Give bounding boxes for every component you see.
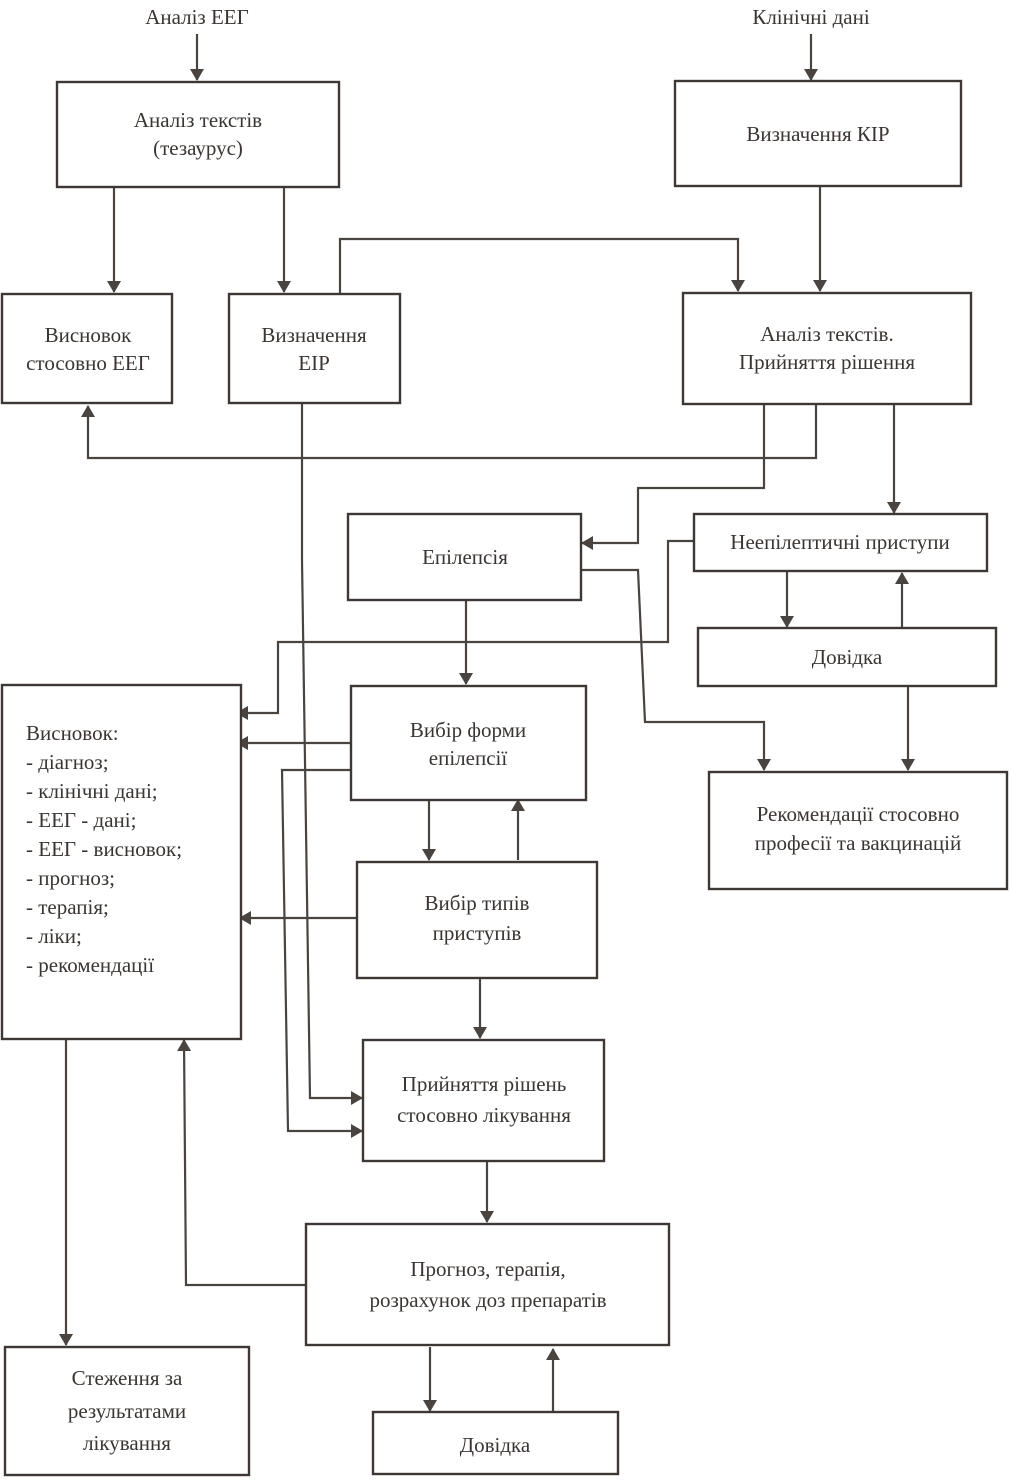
- node-seizure-type-choice: Вибір типів приступів: [355, 860, 599, 980]
- node-epilepsy-form-choice: Вибір форми епілепсії: [349, 684, 588, 802]
- node-text-line: приступів: [433, 921, 522, 945]
- node-reference-right: Довідка: [696, 626, 998, 688]
- node-text-line: Неепілептичні приступи: [730, 530, 949, 554]
- node-text-line: Стеження за: [72, 1366, 183, 1390]
- node-recommendations: Рекомендації стосовно професії та вакцин…: [707, 770, 1009, 891]
- node-text-line: Аналіз текстів: [134, 108, 262, 132]
- node-text-line: - діагноз;: [26, 750, 109, 774]
- edge-decision-to-eeg-conclusion: [81, 404, 818, 460]
- node-kir-definition: Визначення КІР: [673, 79, 963, 188]
- node-text-line: Висновок: [45, 323, 133, 347]
- edge-eir-to-treatment-decision: [300, 404, 363, 1105]
- node-text-line: стосовно лікування: [397, 1103, 571, 1127]
- node-text-line: стосовно ЕЕГ: [26, 351, 150, 375]
- node-text-line: лікування: [83, 1431, 171, 1455]
- node-text-line: Довідка: [460, 1433, 531, 1457]
- node-final-conclusion: Висновок: - діагноз; - клінічні дані; - …: [0, 683, 243, 1041]
- node-text-line: - ЕЕГ - дані;: [26, 808, 136, 832]
- edge-prognosis-to-final-conclusion: [177, 1039, 306, 1287]
- node-text-line: - ЕЕГ - висновок;: [26, 837, 182, 861]
- node-text-line: Довідка: [812, 645, 883, 669]
- edge-non-epileptic-to-final-conclusion: [236, 539, 694, 720]
- node-text-line: - прогноз;: [26, 866, 115, 890]
- node-text-line: (тезаурус): [153, 136, 243, 160]
- node-text-line: Аналіз текстів.: [760, 322, 893, 346]
- node-text-line: епілепсії: [429, 746, 508, 770]
- node-text-line: професії та вакцинацій: [755, 831, 961, 855]
- node-text-line: - рекомендації: [26, 953, 154, 977]
- node-text-line: Рекомендації стосовно: [757, 802, 960, 826]
- node-text-analysis-decision: Аналіз текстів. Прийняття рішення: [681, 291, 973, 406]
- edges: [59, 34, 915, 1412]
- node-text-line: - клінічні дані;: [26, 779, 158, 803]
- node-text-line: Визначення: [261, 323, 367, 347]
- node-text-line: Визначення КІР: [746, 122, 889, 146]
- node-epilepsy: Епілепсія: [346, 512, 583, 602]
- node-text-line: Висновок:: [26, 721, 119, 745]
- node-text-line: Вибір форми: [410, 718, 526, 742]
- node-text-line: Прийняття рішень: [402, 1072, 567, 1096]
- node-reference-bottom: Довідка: [371, 1410, 620, 1476]
- node-text-line: - ліки;: [26, 924, 82, 948]
- edge-eir-to-decision: [338, 237, 745, 293]
- node-text-line: Епілепсія: [422, 545, 508, 569]
- input-label-clinical-data: Клінічні дані: [752, 5, 870, 29]
- node-non-epileptic-seizures: Неепілептичні приступи: [692, 512, 989, 573]
- node-treatment-decision: Прийняття рішень стосовно лікування: [361, 1038, 606, 1163]
- node-text-line: розрахунок доз препаратів: [369, 1288, 606, 1312]
- node-text-line: Прийняття рішення: [739, 350, 915, 374]
- node-eeg-conclusion: Висновок стосовно ЕЕГ: [0, 292, 174, 405]
- node-text-line: - терапія;: [26, 895, 109, 919]
- input-label-eeg-analysis: Аналіз ЕЕГ: [145, 5, 249, 29]
- node-text-line: Вибір типів: [425, 891, 530, 915]
- edge-epilepsy-to-recommendations: [582, 568, 771, 771]
- node-prognosis-therapy: Прогноз, терапія, розрахунок доз препара…: [304, 1222, 671, 1347]
- node-monitoring: Стеження за результатами лікування: [3, 1345, 251, 1477]
- node-text-line: результатами: [68, 1399, 186, 1423]
- edge-decision-to-epilepsy: [581, 404, 766, 550]
- node-eir-definition: Визначення ЕІР: [227, 292, 402, 405]
- node-text-analysis-thesaurus: Аналіз текстів (тезаурус): [55, 80, 341, 189]
- edge-form-choice-to-treatment-decision: [280, 768, 363, 1138]
- node-text-line: Прогноз, терапія,: [410, 1257, 565, 1281]
- node-text-line: ЕІР: [298, 351, 330, 375]
